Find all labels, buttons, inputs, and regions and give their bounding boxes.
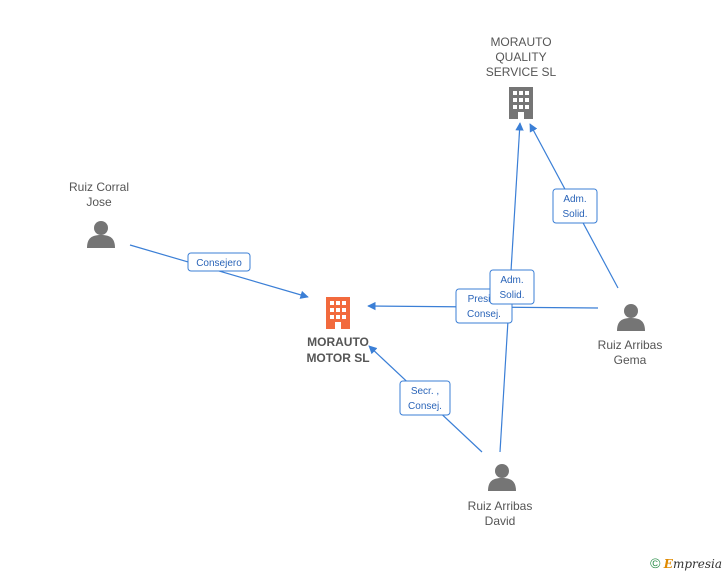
edge-label-text: Adm. [500, 275, 523, 286]
edge-label-text: Adm. [563, 194, 586, 205]
edge-label-text: Solid. [562, 209, 587, 220]
node-label: David [485, 514, 516, 528]
person-icon [488, 464, 516, 491]
node-label: Ruiz Arribas [468, 499, 533, 513]
node-ruiz-arribas-gema[interactable]: Ruiz Arribas Gema [598, 304, 663, 367]
brand-name: mpresia [672, 557, 722, 571]
node-label: Gema [614, 353, 647, 367]
person-icon [617, 304, 645, 331]
node-ruiz-arribas-david[interactable]: Ruiz Arribas David [468, 464, 533, 528]
empresia-logo: © Empresia [650, 555, 722, 571]
edge-label-text: Consejero [196, 258, 242, 269]
node-label: Ruiz Arribas [598, 338, 663, 352]
copyright-symbol: © [650, 555, 661, 571]
building-icon [509, 87, 533, 119]
edge-label-consejero[interactable]: Consejero [187, 252, 251, 272]
node-label: SERVICE SL [486, 65, 557, 79]
node-label: Ruiz Corral [69, 180, 129, 194]
edge-label-text: Consej. [408, 401, 442, 412]
edge-label-text: Consej. [467, 309, 501, 320]
edge-label-adm-solid-top[interactable]: Adm. Solid. [552, 188, 598, 224]
edge-label-text: Presi… [468, 294, 501, 305]
node-label: MOTOR SL [306, 351, 369, 365]
edge-label-text: Secr. , [411, 386, 439, 397]
building-icon [326, 297, 350, 329]
node-morauto-quality[interactable]: MORAUTO QUALITY SERVICE SL [486, 35, 557, 119]
node-label: MORAUTO [490, 35, 551, 49]
node-label: Jose [86, 195, 112, 209]
edges [129, 122, 619, 453]
brand-initial: E [663, 557, 673, 571]
person-icon [87, 221, 115, 248]
edge-label-adm-solid-center[interactable]: Adm. Solid. [489, 269, 535, 305]
node-label: QUALITY [495, 50, 546, 64]
node-ruiz-corral-jose[interactable]: Ruiz Corral Jose [69, 180, 129, 248]
node-label: MORAUTO [307, 335, 369, 349]
edge-label-text: Solid. [499, 290, 524, 301]
node-morauto-motor[interactable]: MORAUTO MOTOR SL [306, 297, 370, 365]
edge-label-secr-consej[interactable]: Secr. , Consej. [399, 380, 451, 416]
